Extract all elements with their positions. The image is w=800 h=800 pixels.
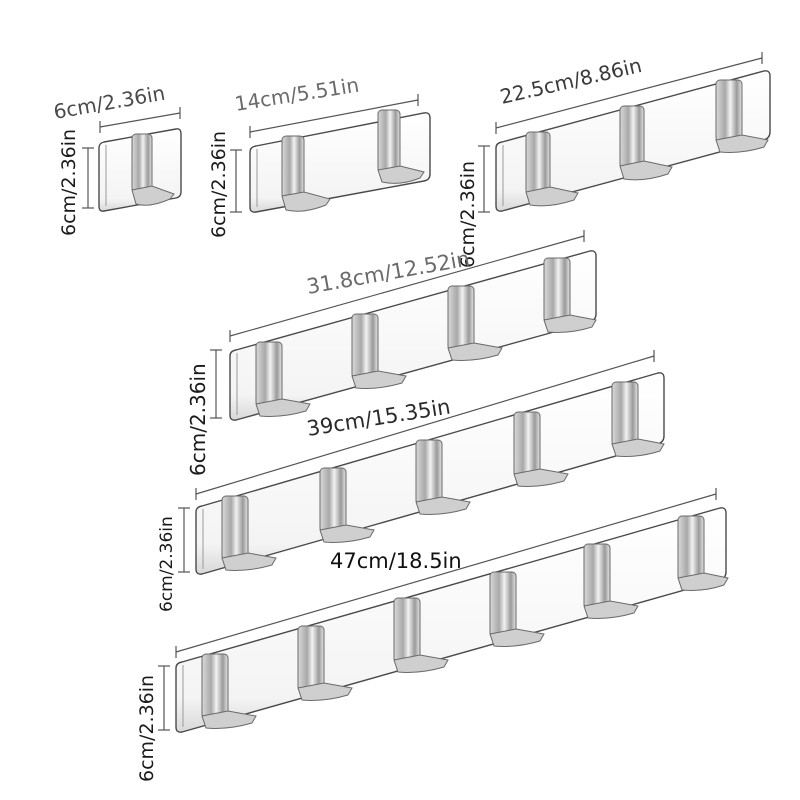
hook bbox=[281, 135, 331, 212]
height-label: 6cm/2.36in bbox=[457, 161, 479, 268]
width-label: 14cm/5.51in bbox=[233, 73, 361, 116]
rack-4: 31.8cm/12.52in 6cm/2.36in bbox=[186, 230, 597, 476]
hook bbox=[297, 625, 353, 701]
height-label: 6cm/2.36in bbox=[58, 129, 80, 236]
rack-1: 6cm/2.36in 6cm/2.36in bbox=[52, 81, 182, 236]
width-label: 22.5cm/8.86in bbox=[498, 53, 644, 109]
height-label: 6cm/2.36in bbox=[208, 131, 230, 238]
height-label: 6cm/2.36in bbox=[157, 516, 177, 612]
hook bbox=[393, 597, 449, 673]
hook bbox=[611, 381, 665, 457]
hook bbox=[489, 571, 545, 647]
hook bbox=[377, 109, 425, 184]
width-dimension-line bbox=[195, 355, 655, 495]
hook bbox=[715, 79, 769, 153]
width-label: 47cm/18.5in bbox=[330, 549, 462, 573]
rack-5: 39cm/15.35in 6cm/2.36in bbox=[157, 350, 665, 612]
height-label: 6cm/2.36in bbox=[186, 363, 210, 476]
hook bbox=[351, 313, 407, 389]
width-dimension-line bbox=[175, 493, 717, 653]
hook bbox=[201, 653, 257, 729]
width-dimension-line bbox=[495, 57, 763, 129]
hook bbox=[131, 133, 175, 206]
hook bbox=[513, 411, 569, 487]
hook bbox=[543, 257, 597, 333]
width-dimension-line bbox=[249, 99, 419, 133]
hook bbox=[255, 341, 311, 417]
rail-body bbox=[249, 112, 431, 213]
hook bbox=[619, 105, 673, 181]
width-dimension-line bbox=[229, 235, 585, 337]
width-label: 39cm/15.35in bbox=[305, 395, 452, 441]
width-label: 6cm/2.36in bbox=[52, 81, 167, 124]
rack-6: 47cm/18.5in 6cm/2.36in bbox=[136, 488, 729, 782]
rack-2: 14cm/5.51in 6cm/2.36in bbox=[208, 73, 431, 238]
hook bbox=[319, 467, 375, 543]
hook bbox=[677, 515, 729, 591]
width-dimension-line bbox=[99, 112, 181, 128]
hook bbox=[221, 495, 277, 571]
hook bbox=[447, 285, 503, 361]
hook bbox=[583, 543, 639, 619]
hook bbox=[525, 131, 579, 207]
hook bbox=[415, 439, 471, 515]
rack-3: 22.5cm/8.86in 6cm/2.36in bbox=[457, 52, 771, 268]
height-label: 6cm/2.36in bbox=[136, 675, 158, 782]
